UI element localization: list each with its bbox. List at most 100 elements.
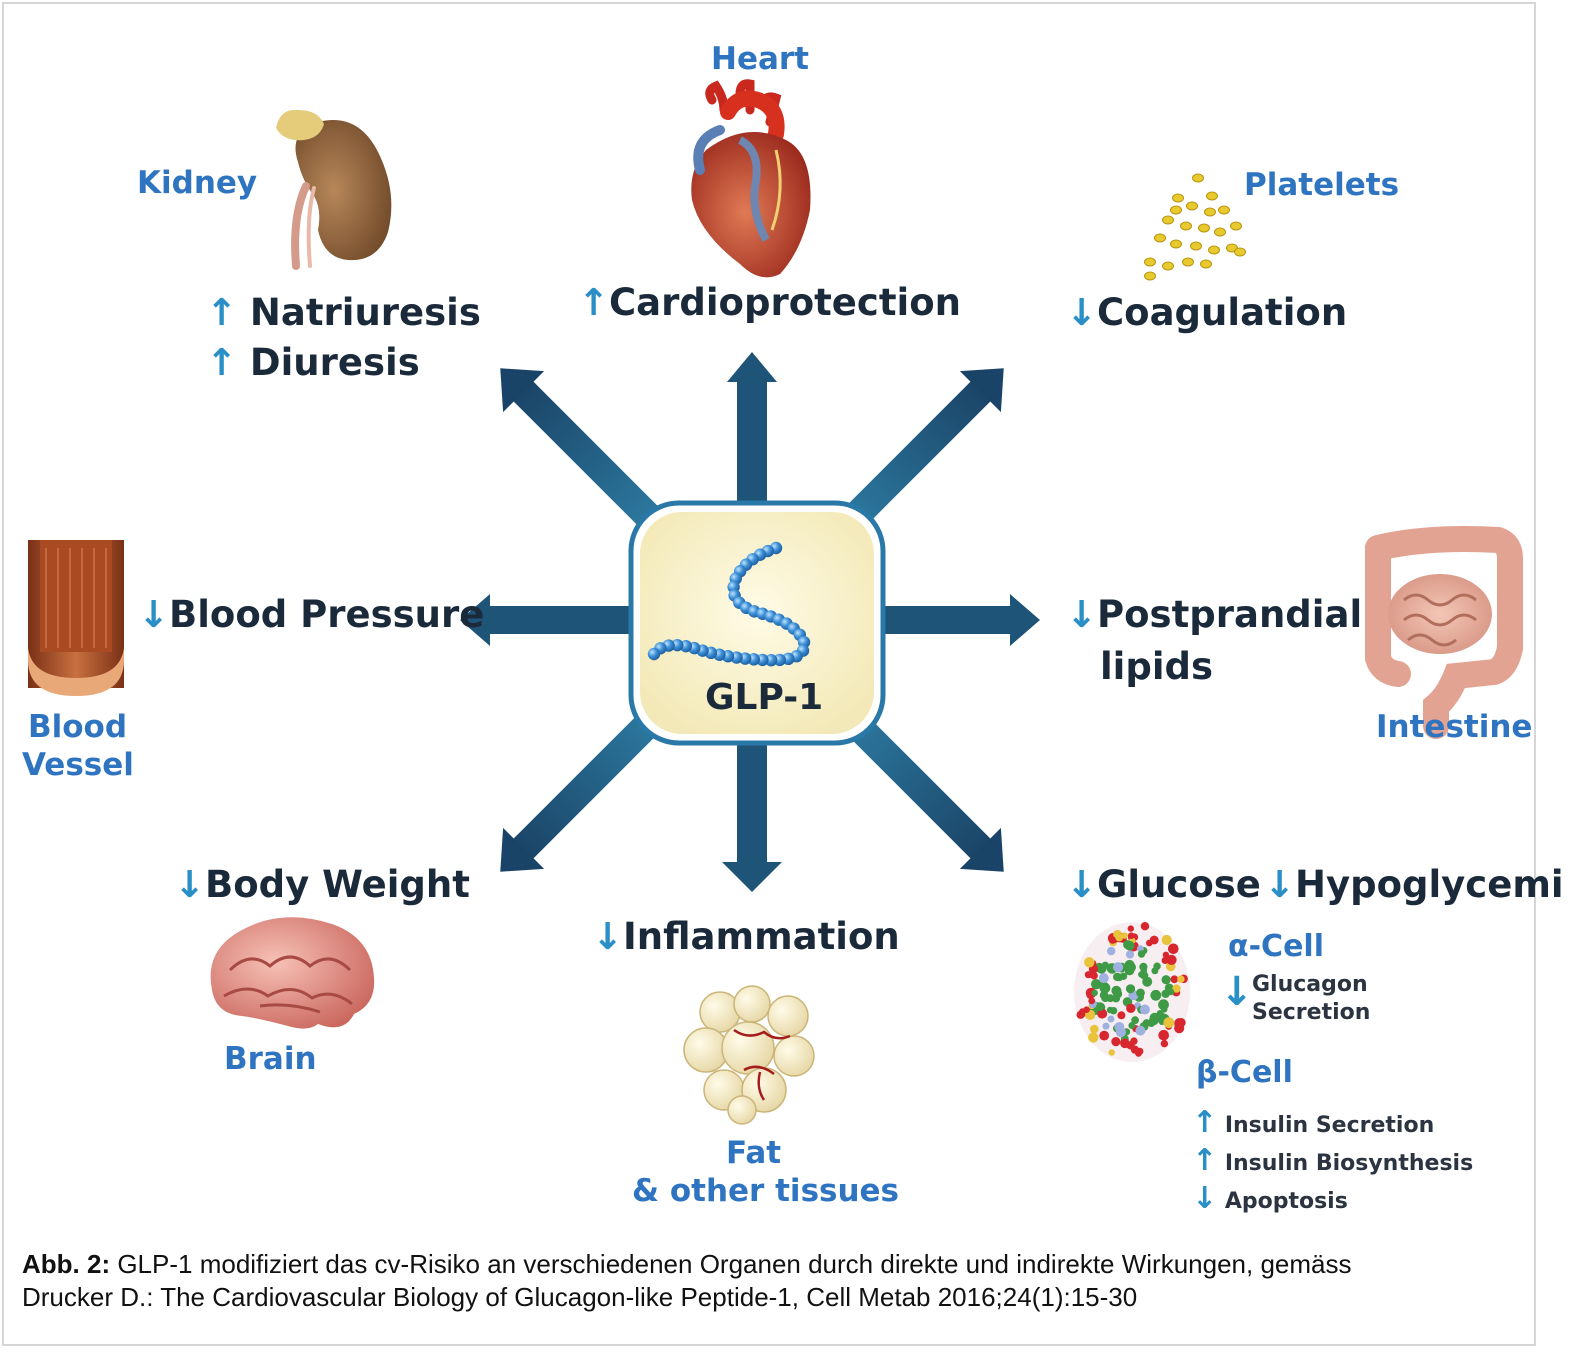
organ-label-blood-vessel-2: Vessel [22,747,134,783]
effect-text: Inflammation [623,915,900,958]
islet-cell [1128,1022,1136,1029]
insulin-biosynthesis-text: Insulin Biosynthesis [1224,1151,1474,1176]
fat-cell [733,985,771,1023]
effect-postprandial-lipids: lipids [1100,645,1214,688]
platelet [1208,245,1220,255]
platelet [1182,257,1194,267]
islet-cell [1153,962,1161,970]
islet-cell [1107,1015,1115,1023]
platelet [1190,241,1202,251]
islet-cell [1135,1025,1146,1036]
glp1-center-box [628,500,886,746]
effect-hypoglycemia: ↓Hypoglycemi [1264,866,1564,903]
islet-cell [1088,1032,1099,1043]
islet-cell [1161,934,1172,946]
platelet [1200,259,1212,269]
islet-cell [1162,951,1170,958]
brain-icon [210,917,375,1029]
islet-cell [1114,1022,1125,1032]
bead [647,647,661,661]
islet-cell [1131,1016,1139,1025]
peptide-chain-icon [647,541,811,667]
islet-cell [1121,932,1128,939]
islet-cell [1091,989,1098,997]
beta-cell-label: β-Cell [1196,1055,1293,1090]
islet-cell [1126,1003,1136,1013]
caption-label: Abb. 2: [22,1249,111,1279]
effect-blood-pressure: ↓Blood Pressure [138,596,484,633]
organ-label-kidney: Kidney [137,165,258,201]
islet-cell [1166,954,1177,966]
glucagon-line-2: Secretion [1252,1000,1371,1025]
effect-glucose: ↓Glucose [1066,866,1261,903]
arrow-down-icon: ↓ [1264,863,1296,906]
platelets-icon [1144,173,1246,281]
islet-cell [1176,1018,1186,1028]
islet-cell [1091,979,1102,990]
islet-cell [1113,962,1124,973]
platelet [1172,193,1184,203]
islet-cell [1088,997,1096,1005]
islet-cell [1090,1024,1099,1034]
arrow-down-icon: ↓ [1066,863,1098,906]
platelet [1180,221,1192,231]
islet-cell [1161,989,1170,998]
platelet [1170,205,1182,215]
heart-icon [691,79,811,278]
islet-cell [1139,962,1148,972]
arrow-up [727,352,777,505]
islet-cell [1137,950,1146,958]
islet-cell [1149,1012,1161,1024]
platelet [1186,201,1198,211]
arrow-right [885,594,1040,646]
islet-cell [1083,1006,1090,1013]
islet-cell [1127,925,1135,932]
islet-cell [1099,982,1111,994]
platelet [1154,233,1166,243]
blood-vessel-icon [28,540,124,696]
arrow-up-right [825,368,1004,547]
caption-line-2: Drucker D.: The Cardiovascular Biology o… [22,1282,1138,1312]
arrow-up-icon: ↑ [1192,1105,1218,1140]
arrow-up-left [500,368,679,547]
fat-cell [721,1021,775,1075]
figure-caption: Abb. 2: GLP-1 modifiziert das cv-Risiko … [22,1248,1512,1314]
effect-postprandial: ↓Postprandial [1066,596,1362,633]
effect-text: Body Weight [205,863,470,906]
platelet [1204,207,1216,217]
intestine-icon [1365,526,1523,739]
islet-cell [1125,984,1136,994]
caption-line-1: GLP-1 modifiziert das cv-Risiko an versc… [110,1249,1352,1279]
islet-cell [1090,971,1098,980]
effect-diuresis: ↑ Diuresis [206,344,420,381]
islet-cell [1130,1045,1140,1054]
islet-cell [1098,973,1109,984]
islet-cell [1160,1039,1169,1048]
islet-cell [1142,1019,1151,1027]
glucagon-arrow: ↓ [1220,969,1254,1015]
organ-label-intestine: Intestine [1376,709,1533,745]
islet-cell [1163,1017,1175,1029]
islet-cell [1140,922,1150,931]
organ-label-fat-1: Fat [726,1135,782,1171]
pancreatic-islet-icon [1074,922,1190,1062]
organ-label-fat-2: & other tissues [632,1173,900,1209]
platelet [1162,215,1174,225]
islet-cell [1115,933,1124,942]
fat-cell [727,1095,757,1125]
organ-label-heart: Heart [711,41,809,77]
arrows [460,352,1040,892]
effect-inflammation: ↓Inflammation [592,918,900,955]
islet-cell [1158,1029,1169,1041]
arrow-down-icon: ↓ [138,593,170,636]
islet-cell [1106,994,1115,1003]
platelet [1192,173,1204,183]
platelet [1214,227,1226,237]
platelet [1218,205,1230,215]
apoptosis: ↓ Apoptosis [1192,1184,1348,1214]
arrow-down-icon: ↓ [1066,291,1098,334]
platelet [1206,191,1218,201]
arrow-down-icon: ↓ [1192,1181,1218,1216]
platelet [1234,247,1246,257]
